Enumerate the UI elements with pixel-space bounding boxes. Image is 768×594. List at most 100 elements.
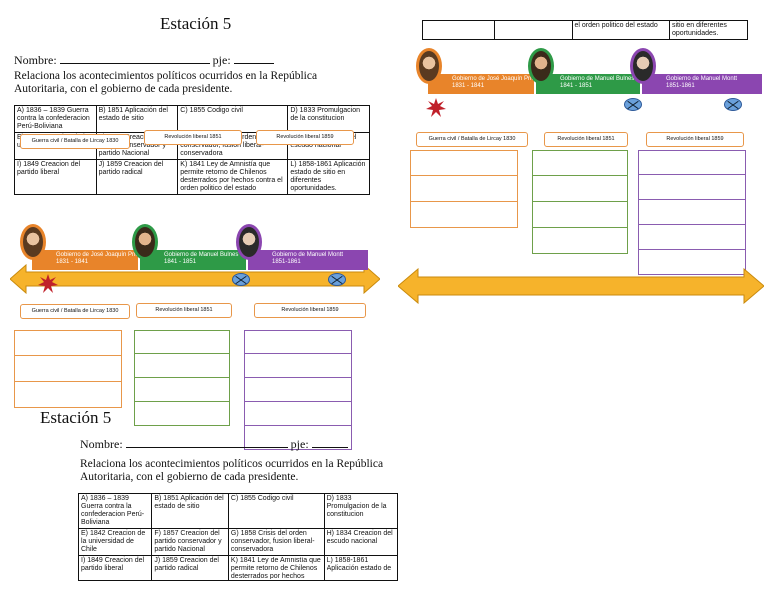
answer-box[interactable]	[410, 202, 518, 228]
timeline-label-1859: Revolución liberal 1859	[646, 132, 744, 147]
answer-box[interactable]	[244, 402, 352, 426]
event-cell: F) 1857 Creacion del partido conservador…	[151, 528, 229, 556]
event-cell: C) 1855 Codigo civil	[177, 105, 289, 133]
gov-bar-bulnes: Gobierno de Manuel Bulnes 1841 - 1851	[140, 250, 246, 270]
answer-box[interactable]	[244, 426, 352, 450]
event-cell: A) 1836 – 1839 Guerra contra la confeder…	[14, 105, 97, 133]
score-blank[interactable]	[311, 436, 348, 448]
arrow-shape	[10, 264, 380, 294]
arrow-shape-right	[398, 268, 764, 304]
timeline-left: Gobierno de José Joaquín Prieto 1831 - 1…	[10, 222, 380, 302]
answer-box[interactable]	[134, 402, 230, 426]
event-cell: L) 1858-1861 Aplicación estado de sitio …	[287, 159, 370, 195]
instructions-2: Relaciona los acontecimientos políticos …	[80, 458, 384, 483]
answer-box[interactable]	[532, 150, 628, 176]
answer-box[interactable]	[244, 378, 352, 402]
portrait-bulnes	[528, 48, 554, 84]
answer-grid-prieto[interactable]	[14, 330, 122, 408]
gov-years: 1831 - 1841	[452, 83, 485, 89]
event-cell: D) 1833 Promulgacion de la constitucion	[323, 493, 399, 529]
answer-box[interactable]	[638, 175, 746, 200]
timeline-right: Gobierno de José Joaquín Prieto 1831 - 1…	[412, 46, 762, 126]
timeline-label-lircay: Guerra civil / Batalla de Lircay 1830	[20, 134, 130, 149]
table-row: E) 1842 Creacion de la universidad de Ch…	[77, 528, 399, 556]
answer-grid-bulnes[interactable]	[134, 330, 230, 426]
instructions: Relaciona los acontecimientos políticos …	[14, 70, 318, 95]
name-label: Nombre:	[80, 437, 123, 451]
name-label: Nombre:	[14, 53, 57, 67]
answer-box[interactable]	[134, 330, 230, 354]
answer-box[interactable]	[410, 176, 518, 202]
gov-years: 1851-1861	[272, 259, 301, 265]
answer-grid-montt[interactable]	[638, 150, 746, 275]
cross-marker-icon	[328, 273, 346, 286]
portrait-montt	[236, 224, 262, 260]
portrait-montt	[630, 48, 656, 84]
event-cell: E) 1842 Creacion de la universidad de Ch…	[77, 528, 153, 556]
answer-box[interactable]	[638, 150, 746, 175]
answer-box[interactable]	[638, 250, 746, 275]
event-cell	[493, 20, 573, 40]
score-label: pje:	[212, 53, 231, 67]
score-blank[interactable]	[233, 52, 274, 64]
answer-box[interactable]	[638, 200, 746, 225]
event-cell-text: L) 1858-1861 Aplicación estado de sitio …	[326, 557, 392, 572]
score-label: pje:	[290, 437, 309, 451]
answer-box[interactable]	[134, 378, 230, 402]
gov-bar-montt: Gobierno de Manuel Montt 1851-1861	[248, 250, 368, 270]
gov-name: Gobierno de José Joaquín Prieto	[56, 252, 138, 258]
answer-box[interactable]	[14, 382, 122, 408]
gov-name: Gobierno de Manuel Montt	[272, 252, 344, 258]
table-row: A) 1836 – 1839 Guerra contra la confeder…	[14, 105, 370, 133]
event-cell: C) 1855 Codigo civil	[227, 493, 325, 529]
event-cell: L) 1858-1861 Aplicación estado de sitio …	[323, 555, 399, 581]
event-cell: K) 1841 Ley de Amnistía que permite reto…	[227, 555, 325, 581]
answer-box[interactable]	[14, 330, 122, 356]
answer-box[interactable]	[638, 225, 746, 250]
answer-grid-montt[interactable]	[244, 330, 352, 450]
event-cell: sitio en diferentes oportunidades.	[669, 20, 748, 40]
gov-years: 1841 - 1851	[560, 83, 593, 89]
answer-grid-bulnes[interactable]	[532, 150, 628, 254]
answer-box[interactable]	[532, 228, 628, 254]
station-title: Estación 5	[160, 14, 232, 33]
event-cell-text: K) 1841 Ley de Amnistía que permite reto…	[230, 557, 321, 579]
gov-name: Gobierno de Manuel Montt	[666, 76, 738, 82]
answer-box[interactable]	[134, 354, 230, 378]
portrait-bulnes	[132, 224, 158, 260]
timeline-label-lircay: Guerra civil / Batalla de Lircay 1830	[416, 132, 528, 147]
answer-grid-prieto[interactable]	[410, 150, 518, 228]
answer-box[interactable]	[244, 354, 352, 378]
timeline-label-1851: Revolución liberal 1851	[544, 132, 628, 147]
gov-bar-bulnes: Gobierno de Manuel Bulnes 1841 - 1851	[536, 74, 640, 94]
answer-box[interactable]	[532, 176, 628, 202]
gov-years: 1841 - 1851	[164, 259, 197, 265]
gov-years: 1851-1861	[666, 83, 695, 89]
events-table-fragment: el orden politico del estado sitio en di…	[422, 20, 748, 40]
name-blank[interactable]	[59, 52, 210, 64]
event-cell: I) 1849 Creacion del partido liberal	[14, 159, 97, 195]
events-table-2: A) 1836 – 1839 Guerra contra la confeder…	[77, 493, 399, 581]
answer-box[interactable]	[14, 356, 122, 382]
event-cell: el orden politico del estado	[571, 20, 670, 40]
timeline-label-1859: Revolución liberal 1859	[256, 130, 354, 145]
answer-box[interactable]	[532, 202, 628, 228]
gov-years: 1831 - 1841	[56, 259, 89, 265]
battle-burst-icon	[38, 274, 58, 293]
answer-box[interactable]	[410, 150, 518, 176]
name-line: Nombre: pje:	[14, 52, 274, 68]
event-cell: D) 1833 Promulgacion de la constitucion	[287, 105, 370, 133]
table-row: I) 1849 Creacion del partido liberal J) …	[77, 555, 399, 581]
cross-marker-icon	[724, 98, 742, 111]
answer-box[interactable]	[244, 330, 352, 354]
table-row: I) 1849 Creacion del partido liberal J) …	[14, 159, 370, 195]
name-blank[interactable]	[125, 436, 288, 448]
name-line-2: Nombre: pje:	[80, 436, 348, 452]
cross-marker-icon	[624, 98, 642, 111]
gov-name: Gobierno de Manuel Bulnes	[164, 252, 239, 258]
events-table: A) 1836 – 1839 Guerra contra la confeder…	[14, 105, 370, 195]
timeline-label-lircay: Guerra civil / Batalla de Lircay 1830	[20, 304, 130, 319]
battle-burst-icon	[426, 98, 446, 117]
gov-bar-montt: Gobierno de Manuel Montt 1851-1861	[642, 74, 762, 94]
gov-bar-prieto: Gobierno de José Joaquín Prieto 1831 - 1…	[428, 74, 534, 94]
